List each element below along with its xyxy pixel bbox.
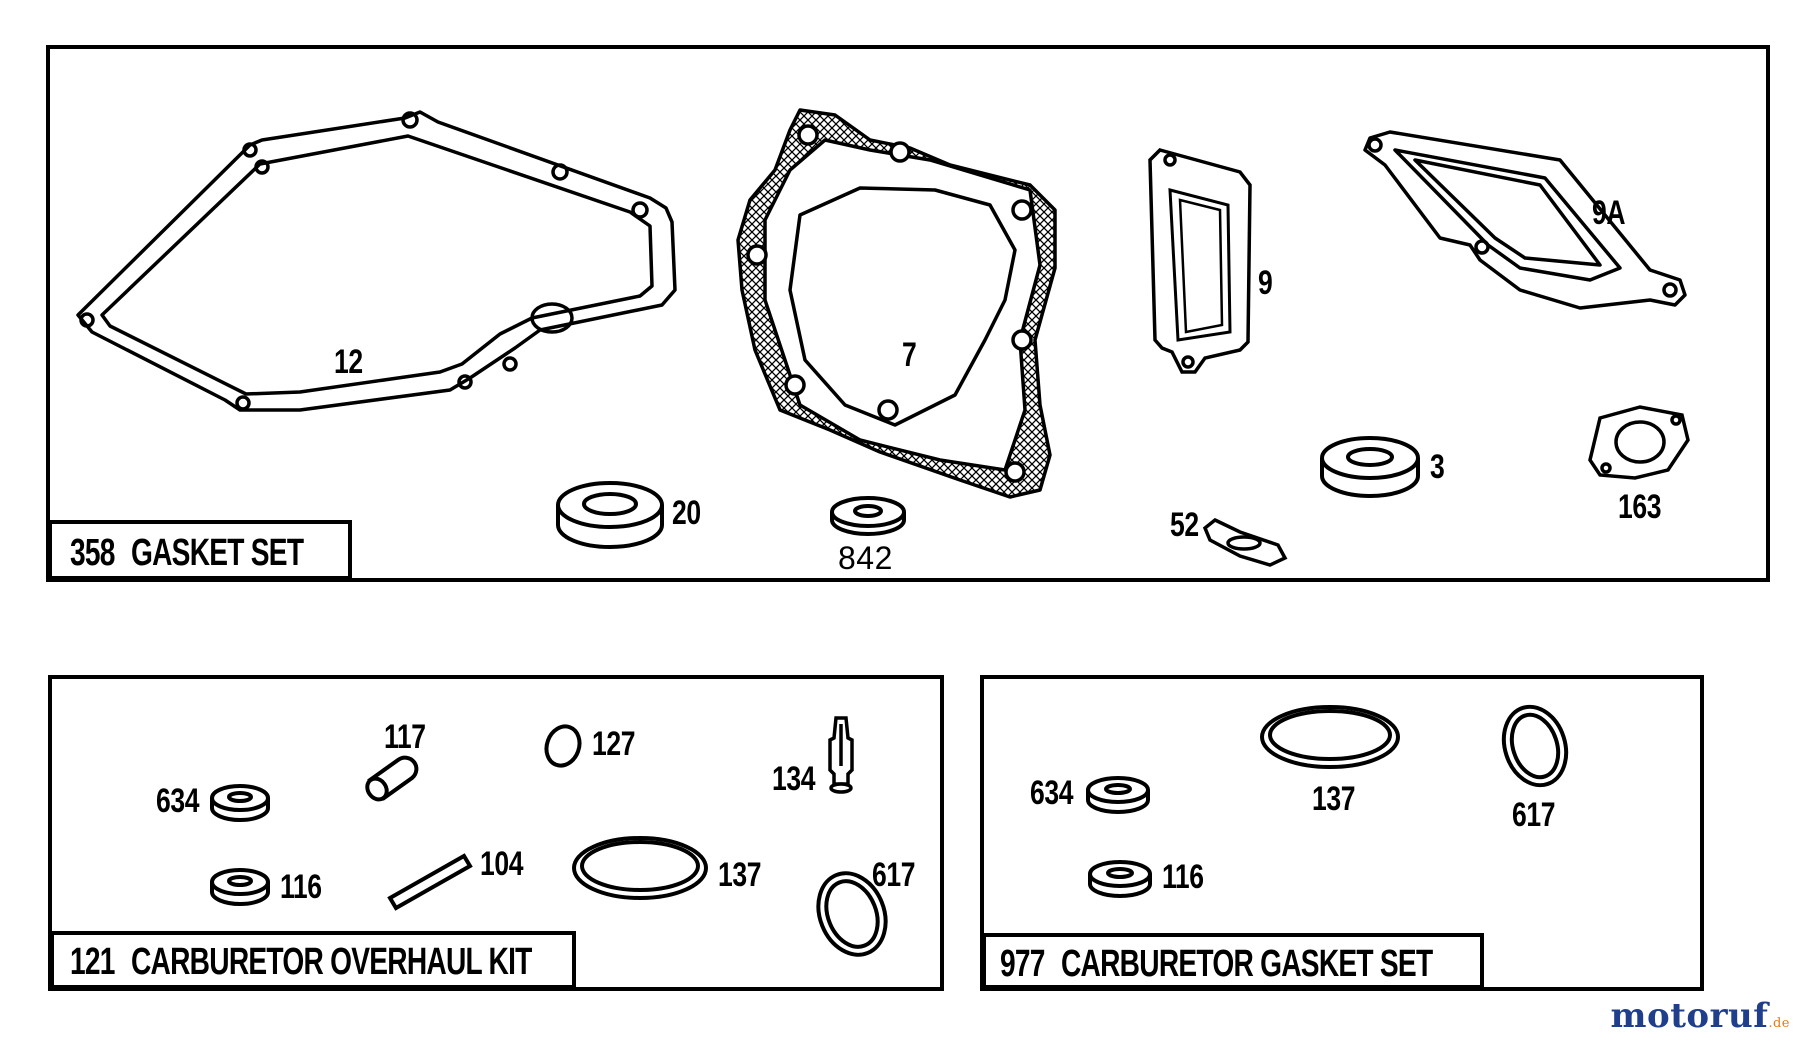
part-callout-7: 7: [902, 336, 917, 374]
part-callout-116-overhaul: 116: [280, 868, 322, 906]
ring-127: [544, 724, 582, 768]
kit-label-gasket-set: 358 GASKET SET: [70, 532, 304, 574]
part-callout-117: 117: [384, 718, 426, 756]
mounting-gasket-163: [1588, 405, 1690, 480]
kit-number: 977: [1000, 943, 1045, 985]
crankcase-gasket-12: [76, 110, 677, 412]
ring-617-overhaul: [816, 871, 888, 957]
needle-valve-134: [828, 716, 854, 794]
part-callout-634-gasket-set: 634: [1030, 774, 1074, 812]
cylinder-head-gasket-7: [736, 108, 1057, 499]
part-callout-104: 104: [480, 845, 524, 883]
kit-title: GASKET SET: [130, 532, 304, 574]
ring-617-gasket-set: [1501, 704, 1569, 788]
washer-842: [830, 496, 906, 536]
sleeve-117: [365, 755, 419, 802]
gasket-set-panel: [46, 45, 1770, 582]
part-callout-20: 20: [672, 494, 701, 532]
part-callout-52: 52: [1170, 506, 1199, 544]
part-callout-137-gasket-set: 137: [1312, 780, 1356, 818]
part-callout-137-overhaul: 137: [718, 856, 762, 894]
washer-116-overhaul: [210, 868, 270, 906]
washer-116-gasket-set: [1088, 860, 1152, 898]
kit-label-carburetor-overhaul-kit: 121 CARBURETOR OVERHAUL KIT: [70, 943, 532, 981]
part-callout-617-gasket-set: 617: [1512, 796, 1556, 834]
part-callout-9A: 9A: [1592, 194, 1626, 232]
part-callout-134: 134: [772, 760, 816, 798]
part-callout-842: 842: [838, 540, 893, 576]
gasket-strip-9A: [1363, 130, 1687, 310]
oil-seal-20: [556, 481, 664, 549]
washer-634-gasket-set: [1086, 776, 1150, 814]
o-ring-137-gasket-set: [1260, 705, 1400, 769]
washer-634-overhaul: [210, 784, 270, 822]
part-callout-116-gasket-set: 116: [1162, 858, 1204, 896]
kit-label-carburetor-gasket-set: 977 CARBURETOR GASKET SET: [1000, 943, 1433, 985]
part-callout-3: 3: [1430, 448, 1445, 486]
carburetor-gasket-set-label-box: [982, 933, 1484, 989]
part-callout-12: 12: [334, 343, 363, 381]
watermark-suffix: .de: [1768, 1016, 1790, 1031]
kit-title: CARBURETOR GASKET SET: [1060, 943, 1433, 985]
seal-3: [1320, 436, 1420, 498]
watermark-logo: motoruf.de: [1611, 996, 1790, 1036]
small-gasket-52: [1202, 517, 1288, 567]
part-callout-127: 127: [592, 725, 636, 763]
o-ring-137-overhaul: [572, 836, 708, 900]
watermark-text: motoruf: [1610, 996, 1769, 1036]
part-callout-617-overhaul: 617: [872, 856, 916, 894]
gasket-set-label-box: [48, 520, 352, 580]
part-callout-9: 9: [1258, 264, 1273, 302]
kit-number: 121: [70, 941, 115, 983]
kit-number: 358: [70, 532, 115, 574]
carburetor-overhaul-kit-label-box: [50, 931, 576, 989]
part-callout-163: 163: [1618, 488, 1662, 526]
kit-title: CARBURETOR OVERHAUL KIT: [130, 941, 532, 983]
pin-104: [387, 853, 473, 911]
intake-gasket-9: [1148, 148, 1252, 374]
part-callout-634-overhaul: 634: [156, 782, 200, 820]
